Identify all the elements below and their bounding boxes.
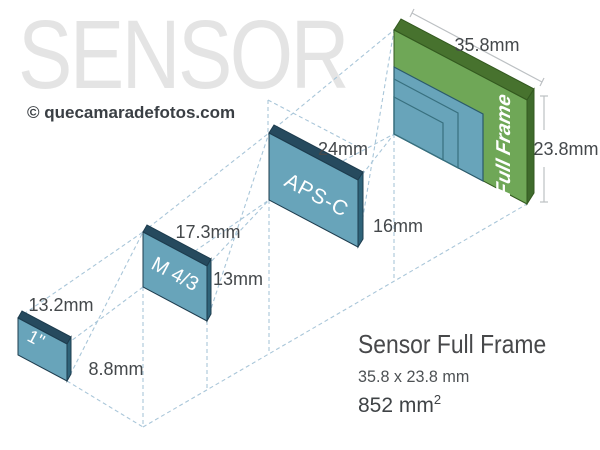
one-inch-side-face bbox=[66, 335, 72, 383]
info-area-exponent: 2 bbox=[433, 392, 442, 407]
watermark-title: SENSOR bbox=[18, 0, 350, 109]
m43-width-label: 17.3mm bbox=[175, 222, 240, 242]
dimension-labels: 13.2mm 8.8mm 17.3mm 13mm 24mm 16mm 35.8m… bbox=[28, 35, 598, 379]
fullframe-sensor: Full Frame bbox=[393, 18, 535, 206]
fullframe-label: Full Frame bbox=[493, 92, 515, 198]
one-inch-front-face bbox=[17, 317, 68, 382]
info-panel: Sensor Full Frame 35.8 x 23.8 mm 852 mm2 bbox=[358, 329, 572, 418]
info-dimensions: 35.8 x 23.8 mm bbox=[358, 367, 470, 386]
apsc-width-label: 24mm bbox=[318, 139, 368, 159]
fullframe-width-label: 35.8mm bbox=[454, 35, 519, 55]
one-inch-width-label: 13.2mm bbox=[28, 295, 93, 315]
fullframe-inner-one-inch-outline bbox=[393, 96, 444, 161]
m43-side-face bbox=[206, 257, 212, 323]
one-inch-sensor: 1" bbox=[17, 310, 72, 383]
credit-text: © quecamaradefotos.com bbox=[27, 103, 236, 122]
m43-sensor: M 4/3 bbox=[142, 224, 212, 323]
info-area: 852 mm2 bbox=[358, 392, 572, 418]
apsc-side-face bbox=[357, 170, 364, 249]
one-inch-height-label: 8.8mm bbox=[88, 359, 143, 379]
apsc-height-label: 16mm bbox=[373, 216, 423, 236]
apsc-front-face bbox=[268, 132, 359, 248]
m43-height-label: 13mm bbox=[213, 269, 263, 289]
m43-front-face bbox=[142, 231, 208, 322]
dimension-lines bbox=[409, 8, 548, 203]
fullframe-height-label: 23.8mm bbox=[533, 139, 598, 159]
apsc-sensor: APS-C bbox=[268, 124, 364, 249]
info-area-value: 852 mm bbox=[358, 394, 434, 417]
info-title: Sensor Full Frame bbox=[358, 329, 547, 359]
